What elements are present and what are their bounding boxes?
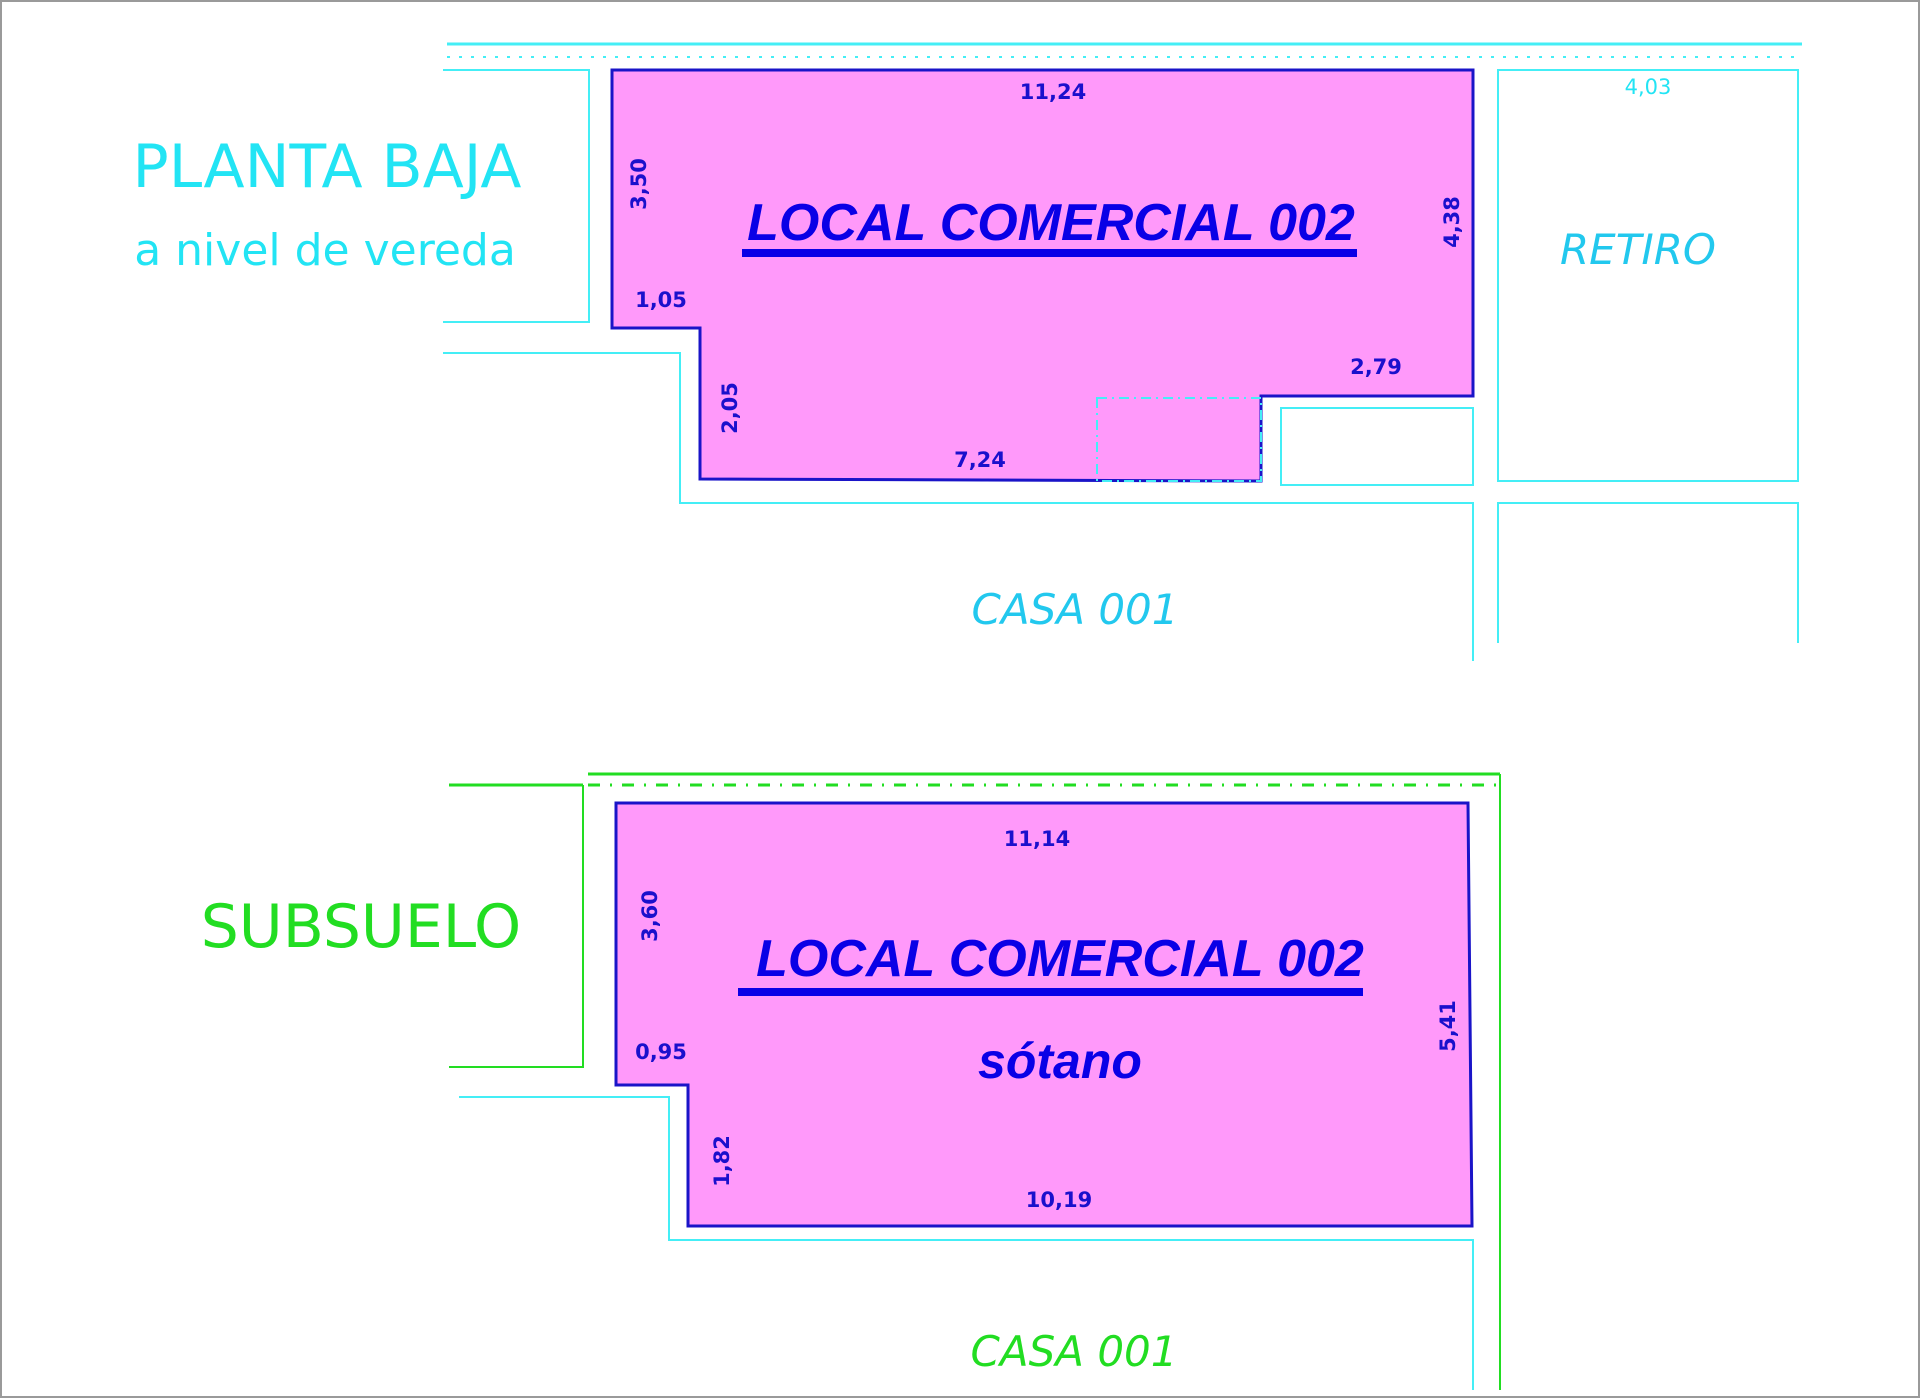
dimension-top: 11,24 bbox=[1020, 80, 1086, 104]
retiro-label: RETIRO bbox=[1560, 225, 1716, 274]
level-subtitle: a nivel de vereda bbox=[134, 225, 516, 276]
dimension-retiro: 4,03 bbox=[1625, 75, 1672, 99]
unit-title-underline bbox=[738, 988, 1363, 996]
neighbor-label: CASA 001 bbox=[972, 585, 1179, 634]
dimension-top: 11,14 bbox=[1004, 827, 1070, 851]
dimension-bottom: 7,24 bbox=[954, 448, 1006, 472]
small-box bbox=[1280, 407, 1474, 486]
dimension-step: 1,05 bbox=[635, 288, 687, 312]
dimension-right: 5,41 bbox=[1436, 1000, 1460, 1052]
level-title: SUBSUELO bbox=[201, 892, 522, 962]
ground-floor-plan: PLANTA BAJA a nivel de vereda 11,24 3,50… bbox=[133, 42, 1802, 661]
neighbor-box-left bbox=[443, 69, 590, 323]
casa-001-outline bbox=[459, 1096, 1474, 1390]
lower-right-box bbox=[1497, 502, 1799, 643]
dimension-left-upper: 3,60 bbox=[638, 890, 662, 942]
unit-title: LOCAL COMERCIAL 002 bbox=[756, 930, 1364, 988]
local-comercial-002-basement-room bbox=[614, 801, 1474, 1228]
dimension-notch: 2,79 bbox=[1350, 355, 1402, 379]
neighbor-box-left bbox=[449, 785, 584, 1068]
dimension-bottom: 10,19 bbox=[1026, 1188, 1092, 1212]
dimension-left-lower: 2,05 bbox=[718, 382, 742, 434]
casa-001-outline bbox=[443, 352, 1474, 661]
dimension-step: 0,95 bbox=[635, 1040, 687, 1064]
basement-plan: SUBSUELO 11,14 3,60 LOCAL COMERCIAL 002 … bbox=[201, 772, 1501, 1390]
retiro-box bbox=[1497, 69, 1799, 482]
unit-title: LOCAL COMERCIAL 002 bbox=[747, 194, 1355, 252]
dimension-right: 4,38 bbox=[1440, 196, 1464, 248]
dashed-area bbox=[1096, 397, 1262, 482]
dimension-left-lower: 1,82 bbox=[710, 1135, 734, 1187]
unit-title-underline bbox=[742, 249, 1357, 257]
unit-subtitle: sótano bbox=[978, 1033, 1142, 1089]
level-title: PLANTA BAJA bbox=[133, 132, 522, 202]
neighbor-label: CASA 001 bbox=[971, 1327, 1178, 1376]
dimension-left-upper: 3,50 bbox=[627, 158, 651, 210]
